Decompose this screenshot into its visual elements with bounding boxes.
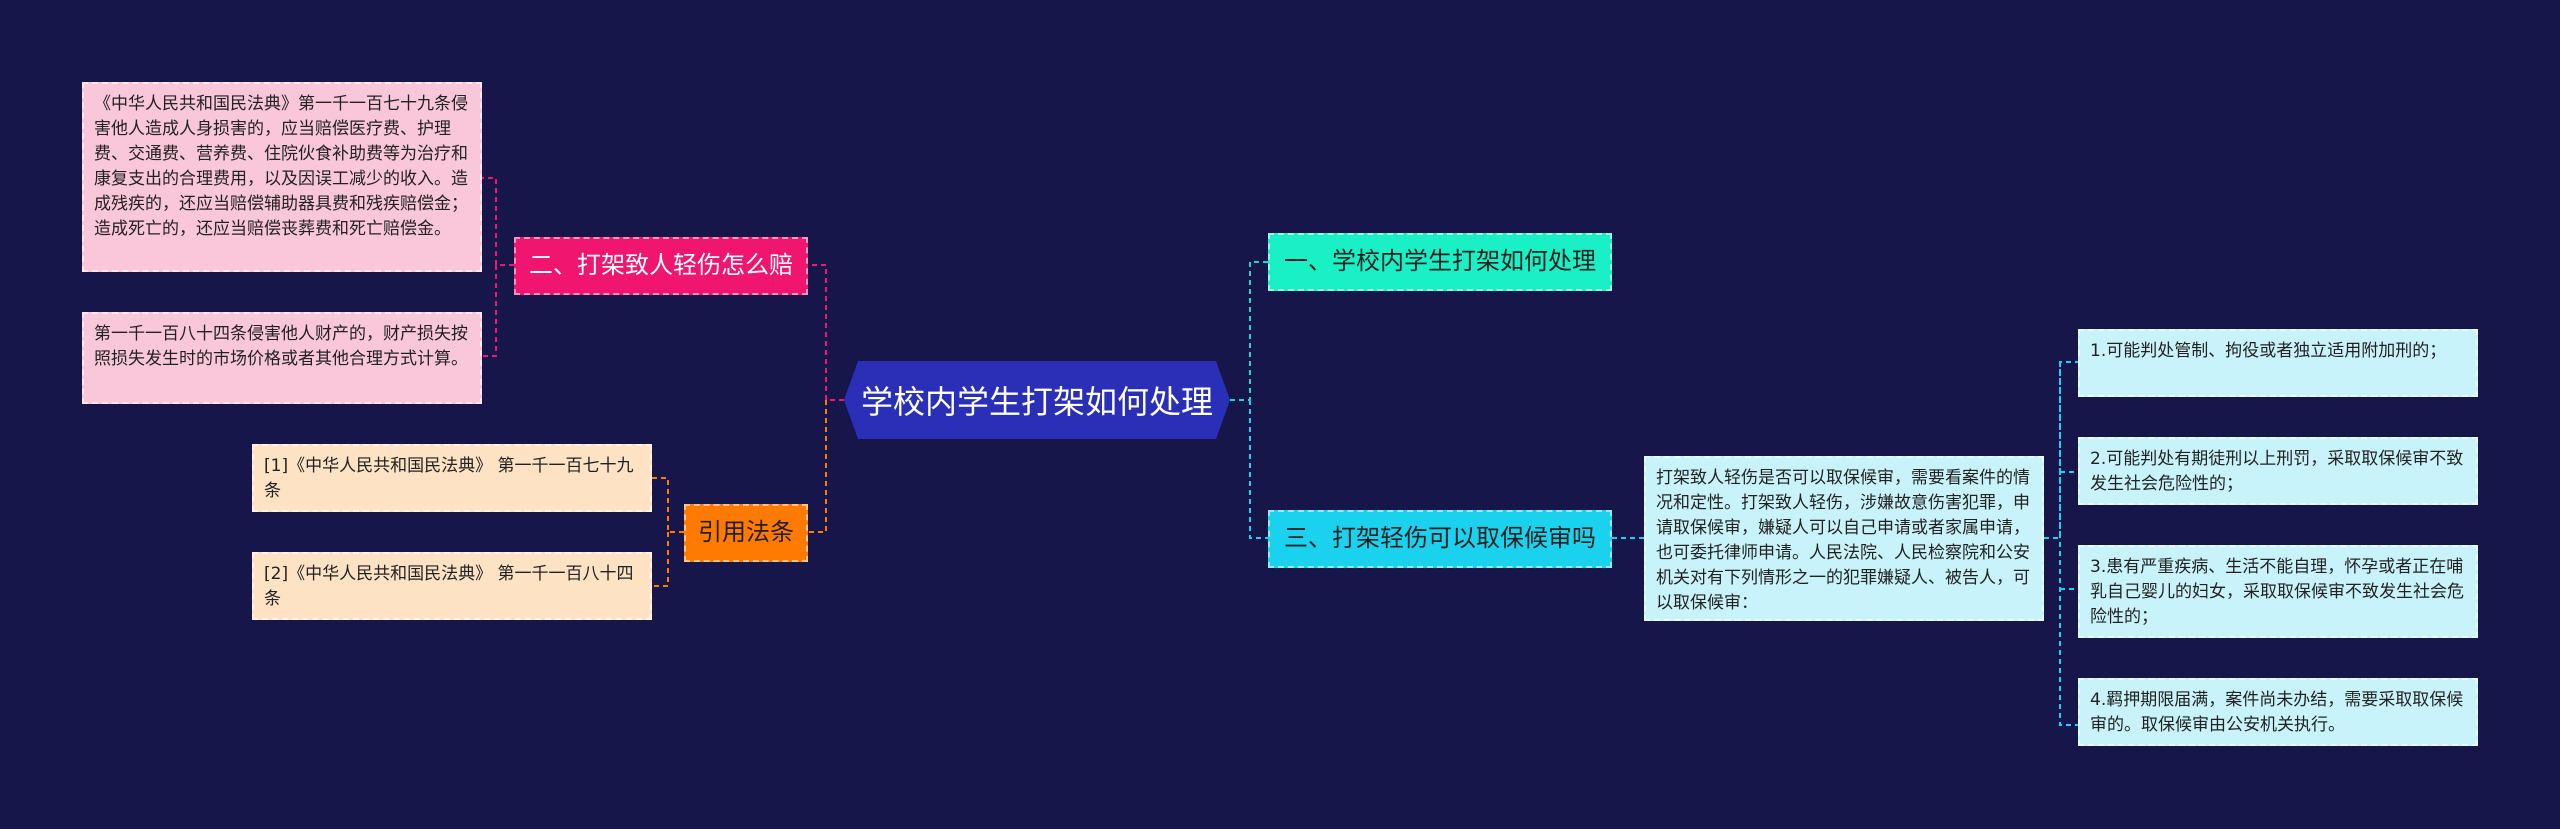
link-b4-leaf1	[652, 477, 684, 533]
root-title: 学校内学生打架如何处理	[860, 383, 1213, 421]
leaf-b3-1-3[interactable]: 3.患有严重疾病、生活不能自理，怀孕或者正在哺乳自己婴儿的妇女，采取取保候审不致…	[2078, 545, 2478, 638]
leaf-b2-2[interactable]: 第一千一百八十四条侵害他人财产的，财产损失按照损失发生时的市场价格或者其他合理方…	[82, 312, 482, 404]
link-root-b2	[808, 264, 844, 401]
root-topic[interactable]: 学校内学生打架如何处理	[844, 361, 1230, 439]
link-root-b4	[808, 400, 827, 533]
leaf-b3-1-4-text: 4.羁押期限届满，案件尚未办结，需要采取取保候审的。取保候审由公安机关执行。	[2090, 690, 2464, 735]
leaf-b4-2-text: [2]《中华人民共和国民法典》 第一千一百八十四条	[264, 564, 634, 609]
branch-4[interactable]: 引用法条	[684, 504, 808, 562]
link-root-b1	[1230, 261, 1268, 401]
leaf-b4-1[interactable]: [1]《中华人民共和国民法典》 第一千一百七十九条	[252, 444, 652, 512]
branch-1[interactable]: 一、学校内学生打架如何处理	[1268, 233, 1612, 291]
leaf-b2-1-text: 《中华人民共和国民法典》第一千一百七十九条侵害他人造成人身损害的，应当赔偿医疗费…	[94, 94, 468, 239]
branch-2-label: 二、打架致人轻伤怎么赔	[529, 251, 793, 280]
branch-2[interactable]: 二、打架致人轻伤怎么赔	[514, 237, 808, 295]
leaf-b4-1-text: [1]《中华人民共和国民法典》 第一千一百七十九条	[264, 456, 634, 501]
leaf-b3-1-1-text: 1.可能判处管制、拘役或者独立适用附加刑的；	[2090, 341, 2447, 361]
leaf-b3-1-2[interactable]: 2.可能判处有期徒刑以上刑罚，采取取保候审不致发生社会危险性的；	[2078, 437, 2478, 505]
leaf-b3-1-text: 打架致人轻伤是否可以取保候审，需要看案件的情况和定性。打架致人轻伤，涉嫌故意伤害…	[1656, 468, 2030, 613]
leaf-b3-1-2-text: 2.可能判处有期徒刑以上刑罚，采取取保候审不致发生社会危险性的；	[2090, 449, 2464, 494]
link-root-b3	[1249, 400, 1268, 539]
leaf-b2-1[interactable]: 《中华人民共和国民法典》第一千一百七十九条侵害他人造成人身损害的，应当赔偿医疗费…	[82, 82, 482, 272]
leaf-b3-1[interactable]: 打架致人轻伤是否可以取保候审，需要看案件的情况和定性。打架致人轻伤，涉嫌故意伤害…	[1644, 456, 2044, 621]
link-b2-leaf2	[482, 265, 497, 357]
branch-3[interactable]: 三、打架轻伤可以取保候审吗	[1268, 510, 1612, 568]
branch-3-label: 三、打架轻伤可以取保候审吗	[1284, 524, 1596, 553]
link-b3-sub	[2044, 361, 2078, 726]
leaf-b3-1-4[interactable]: 4.羁押期限届满，案件尚未办结，需要采取取保候审的。取保候审由公安机关执行。	[2078, 678, 2478, 746]
leaf-b4-2[interactable]: [2]《中华人民共和国民法典》 第一千一百八十四条	[252, 552, 652, 620]
link-b4-leaf2	[652, 532, 669, 587]
branch-1-label: 一、学校内学生打架如何处理	[1284, 247, 1596, 276]
leaf-b3-1-3-text: 3.患有严重疾病、生活不能自理，怀孕或者正在哺乳自己婴儿的妇女，采取取保候审不致…	[2090, 557, 2464, 627]
leaf-b3-1-1[interactable]: 1.可能判处管制、拘役或者独立适用附加刑的；	[2078, 329, 2478, 397]
link-b2-leaf1	[482, 177, 514, 266]
leaf-b2-2-text: 第一千一百八十四条侵害他人财产的，财产损失按照损失发生时的市场价格或者其他合理方…	[94, 324, 468, 369]
branch-4-label: 引用法条	[698, 518, 794, 547]
